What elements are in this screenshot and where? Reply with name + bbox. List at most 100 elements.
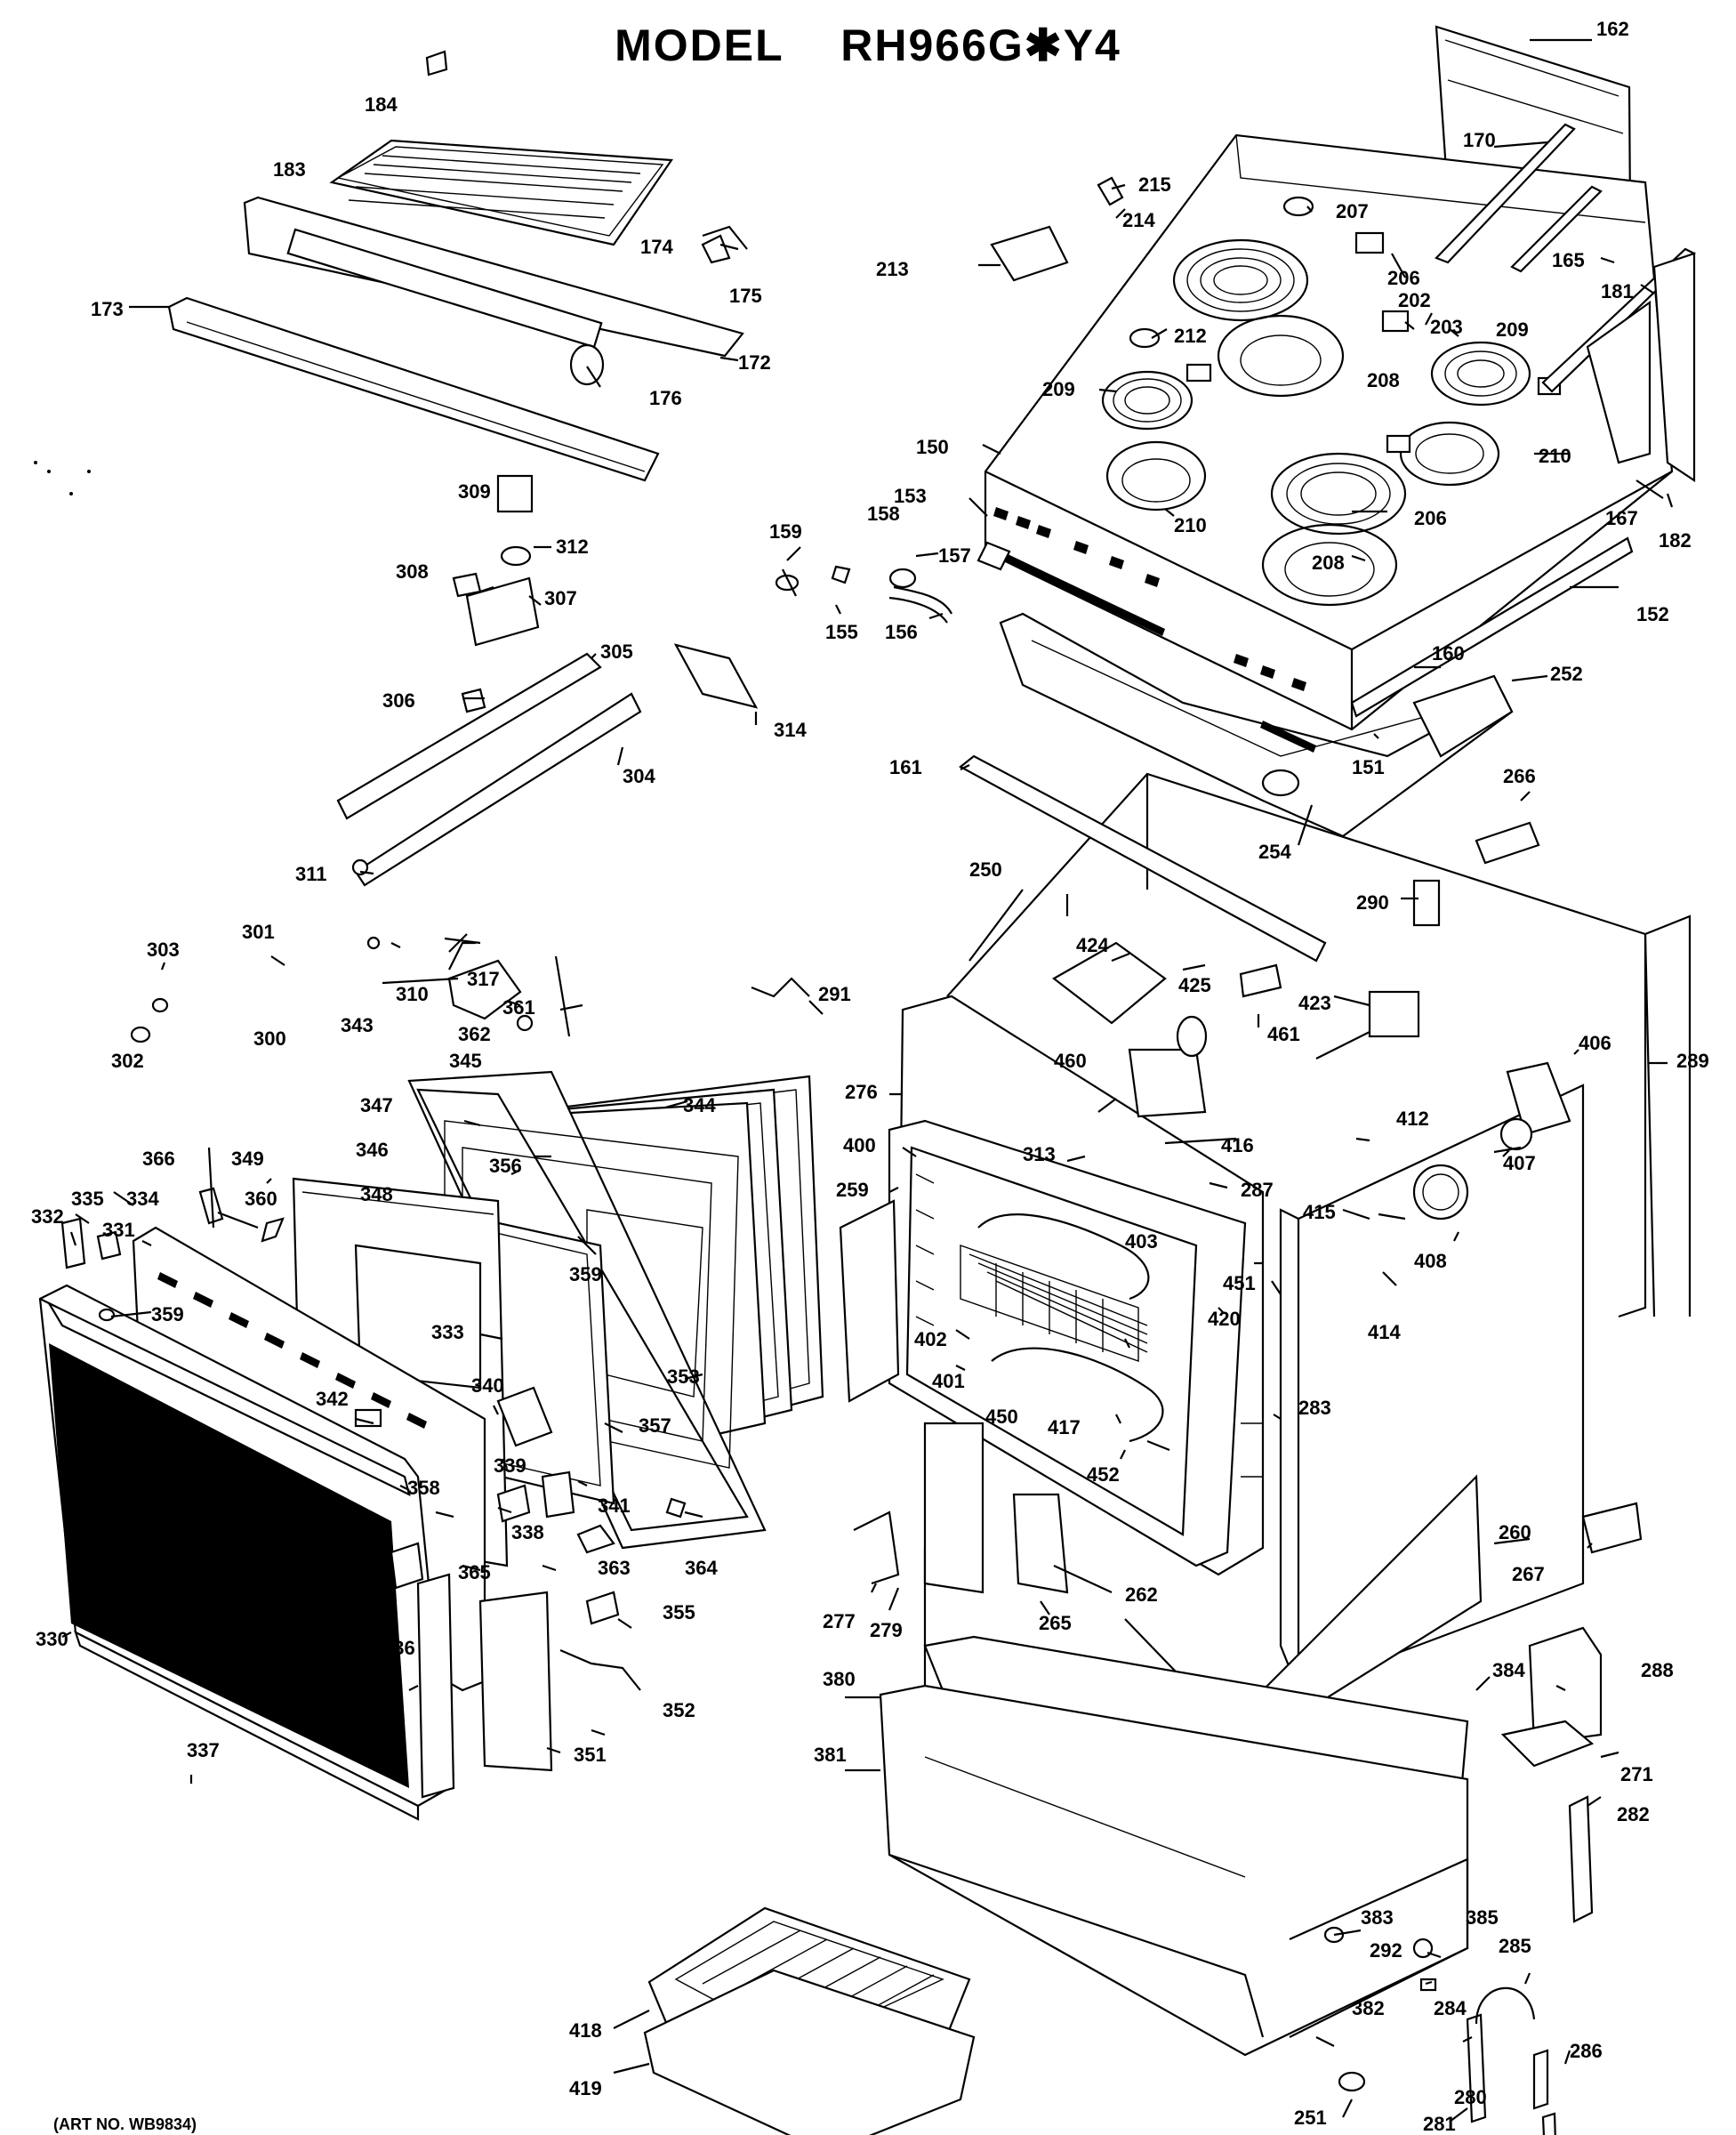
callout-170: 170 [1463, 129, 1496, 151]
callout-419: 419 [569, 2077, 602, 2099]
callout-302: 302 [111, 1050, 144, 1072]
callout-152: 152 [1636, 603, 1669, 625]
callout-382: 382 [1352, 1997, 1385, 2019]
callout-155: 155 [825, 621, 858, 643]
callout-420: 420 [1208, 1308, 1241, 1330]
art-number: (ART NO. WB9834) [53, 2115, 197, 2133]
callout-357: 357 [639, 1414, 671, 1437]
callout-212: 212 [1174, 325, 1207, 347]
callout-252: 252 [1550, 663, 1583, 685]
range-body [839, 754, 1692, 1746]
callout-423: 423 [1298, 992, 1331, 1014]
callout-343: 343 [341, 1014, 374, 1036]
callout-304: 304 [623, 765, 655, 787]
callout-305: 305 [600, 640, 633, 663]
callout-347: 347 [360, 1094, 393, 1116]
callout-336: 336 [382, 1637, 415, 1659]
callout-362: 362 [458, 1023, 491, 1045]
callout-284: 284 [1434, 1997, 1467, 2019]
callout-333: 333 [431, 1321, 464, 1343]
timer-assembly [130, 474, 1011, 1043]
callout-203: 203 [1430, 316, 1463, 338]
callout-360: 360 [245, 1188, 277, 1210]
callout-338: 338 [511, 1521, 544, 1543]
callout-408: 408 [1414, 1250, 1447, 1272]
leader-lines [61, 38, 1674, 2123]
callout-312: 312 [556, 536, 589, 558]
callout-359a: 359 [569, 1263, 602, 1285]
callout-330: 330 [36, 1628, 68, 1650]
callout-215: 215 [1138, 173, 1171, 196]
callout-402: 402 [914, 1328, 947, 1350]
callout-291: 291 [818, 983, 851, 1005]
callout-288: 288 [1641, 1659, 1674, 1681]
callout-384: 384 [1492, 1659, 1525, 1681]
callout-209b: 209 [1042, 378, 1075, 400]
callout-153: 153 [894, 485, 927, 507]
callout-279: 279 [870, 1619, 903, 1641]
callout-385: 385 [1466, 1906, 1499, 1929]
callout-251: 251 [1294, 2107, 1327, 2129]
broiler-pan [643, 1906, 976, 2135]
callout-207: 207 [1336, 200, 1369, 222]
callout-306: 306 [382, 689, 415, 712]
callout-301: 301 [242, 921, 275, 943]
callout-339: 339 [494, 1454, 526, 1477]
callout-416: 416 [1221, 1134, 1254, 1156]
model-star-icon: ✱ [1024, 20, 1064, 70]
callout-414: 414 [1368, 1321, 1401, 1343]
callout-356: 356 [489, 1155, 522, 1177]
callout-363: 363 [598, 1557, 631, 1579]
callout-259: 259 [836, 1179, 869, 1201]
callout-265: 265 [1039, 1612, 1072, 1634]
model-number: RH966G [840, 20, 1025, 70]
callout-159: 159 [769, 520, 802, 543]
callout-341: 341 [598, 1494, 631, 1517]
callout-262: 262 [1125, 1583, 1158, 1606]
model-title: MODEL RH966G✱Y4 [0, 20, 1736, 71]
callout-307: 307 [544, 587, 577, 609]
callout-206a: 206 [1387, 267, 1420, 289]
callout-425: 425 [1178, 974, 1211, 996]
callout-451: 451 [1223, 1272, 1256, 1294]
callout-160: 160 [1432, 642, 1465, 665]
callout-383: 383 [1361, 1906, 1394, 1929]
callout-173: 173 [91, 298, 124, 320]
backguard-assembly [167, 50, 1124, 482]
callout-417: 417 [1048, 1416, 1081, 1438]
callout-424: 424 [1076, 934, 1109, 956]
callout-361: 361 [502, 996, 535, 1019]
callout-364: 364 [685, 1557, 718, 1579]
callout-346: 346 [356, 1139, 389, 1161]
callout-151: 151 [1352, 756, 1385, 778]
callout-353: 353 [667, 1366, 700, 1388]
callout-400: 400 [843, 1134, 876, 1156]
callout-157: 157 [938, 544, 971, 567]
callout-181: 181 [1601, 280, 1634, 302]
callout-266: 266 [1503, 765, 1536, 787]
callout-167: 167 [1605, 507, 1638, 529]
callout-348: 348 [360, 1183, 393, 1205]
callout-310: 310 [396, 983, 429, 1005]
callout-214: 214 [1122, 209, 1155, 231]
callout-176: 176 [649, 387, 682, 409]
callout-345: 345 [449, 1050, 482, 1072]
callout-418: 418 [569, 2019, 602, 2042]
callout-406: 406 [1579, 1032, 1611, 1054]
callout-331: 331 [102, 1219, 135, 1241]
callout-452: 452 [1087, 1463, 1120, 1486]
callout-156: 156 [885, 621, 918, 643]
callout-276: 276 [845, 1081, 878, 1103]
callout-311: 311 [295, 863, 327, 885]
callout-407: 407 [1503, 1152, 1536, 1174]
drawer-assembly [879, 1626, 1603, 2135]
callout-415: 415 [1303, 1201, 1336, 1223]
callout-285: 285 [1499, 1935, 1531, 1957]
callout-165: 165 [1552, 249, 1585, 271]
callout-184: 184 [365, 93, 398, 116]
callout-342: 342 [316, 1388, 349, 1410]
callout-313: 313 [1023, 1143, 1056, 1165]
callout-280: 280 [1454, 2086, 1487, 2108]
callout-281: 281 [1423, 2113, 1456, 2135]
